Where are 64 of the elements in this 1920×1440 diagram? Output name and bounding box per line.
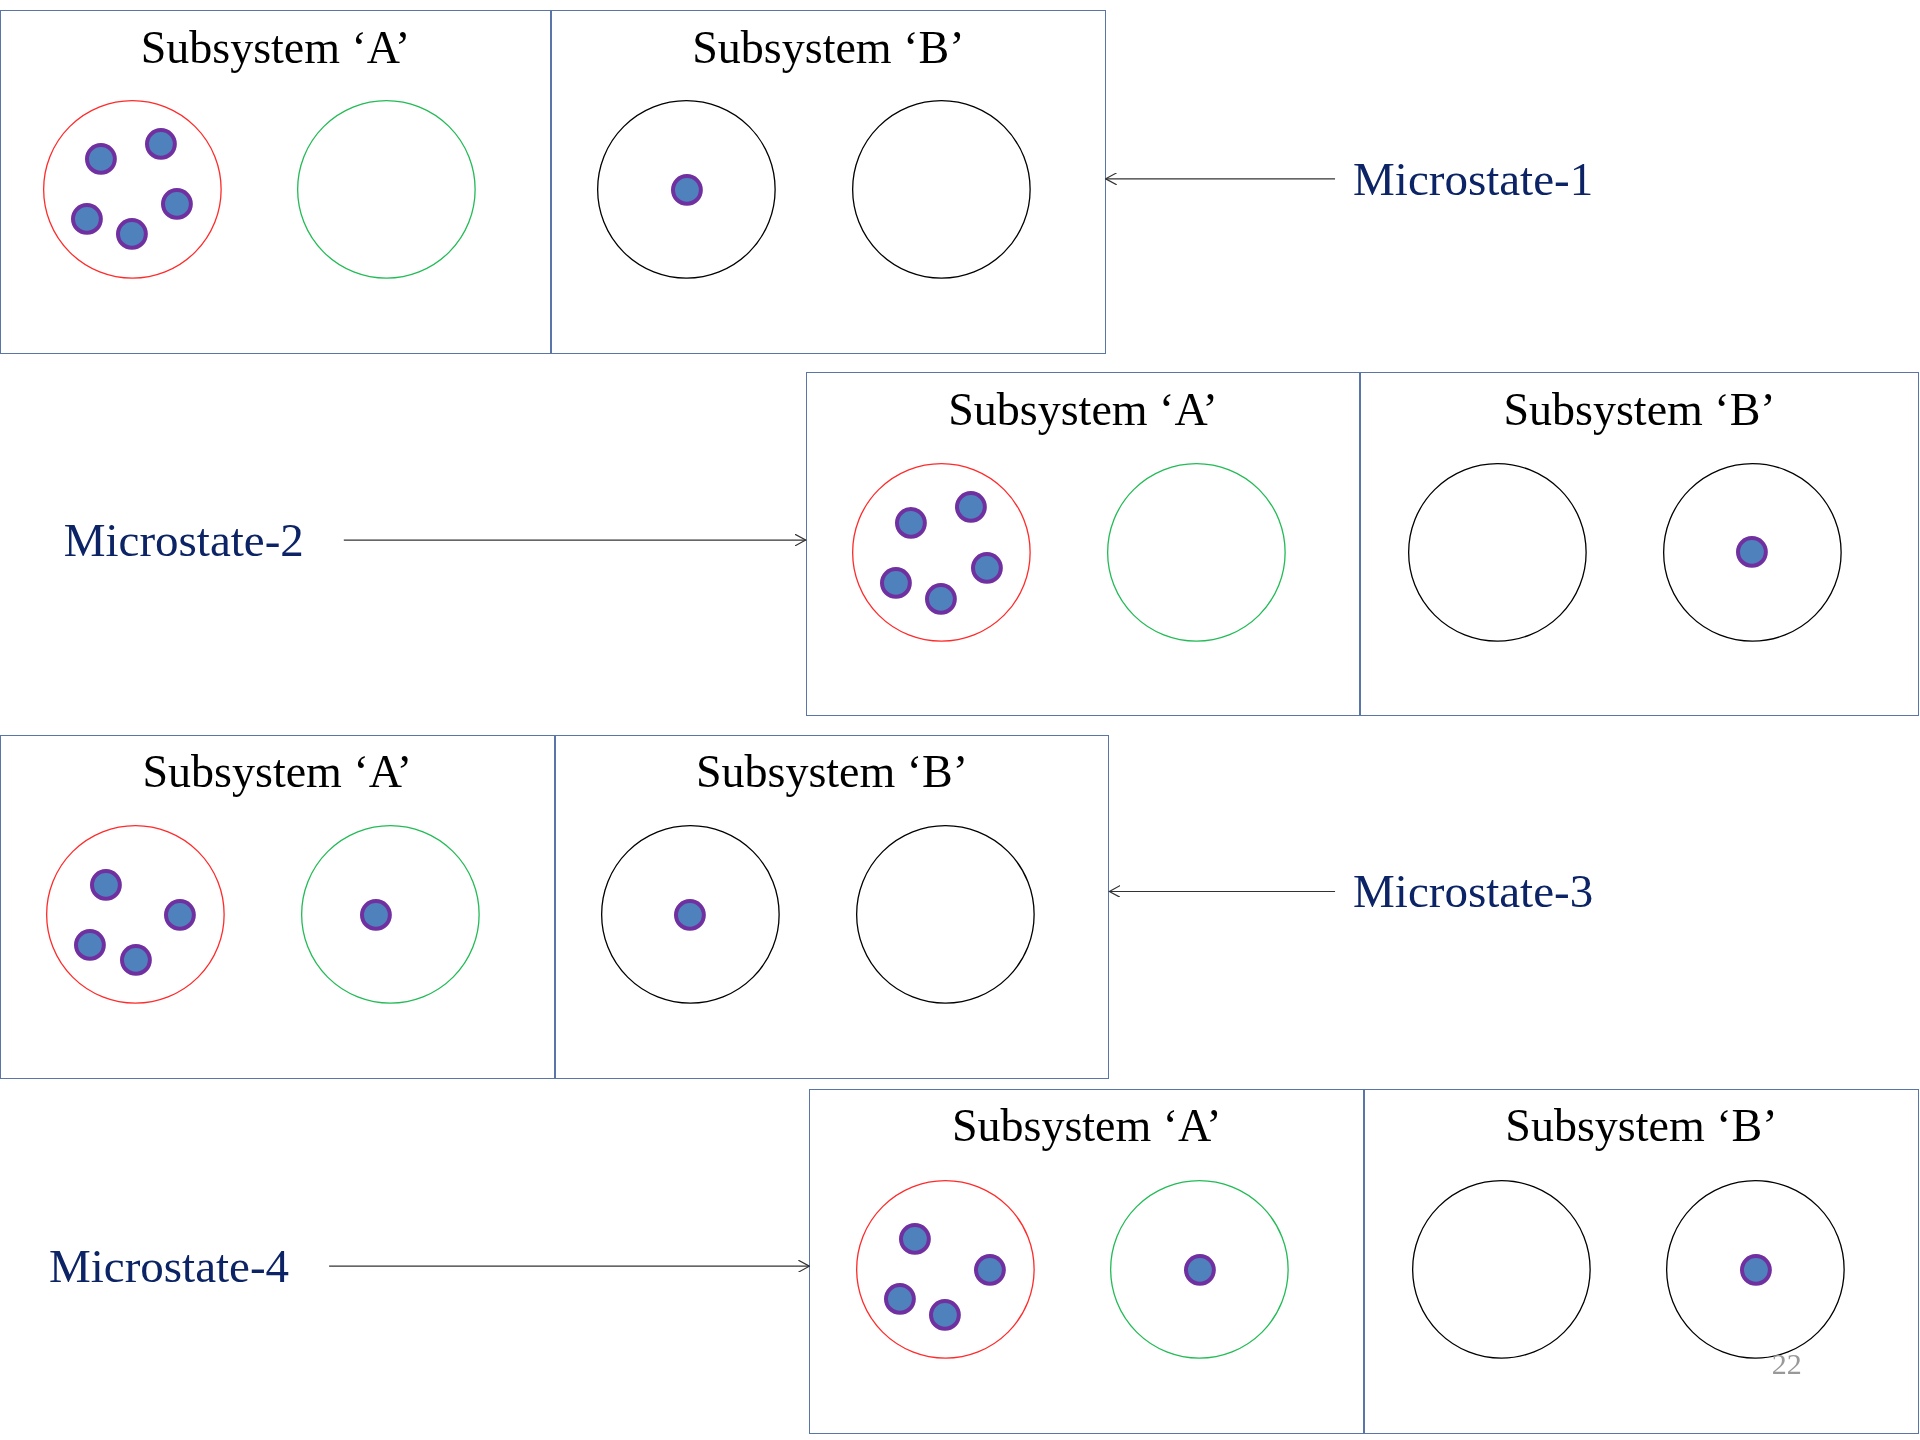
particle-dot <box>929 1298 961 1331</box>
particle-dot <box>145 128 178 161</box>
arrow <box>1105 172 1336 186</box>
particle-dot <box>670 173 703 206</box>
container-circle <box>301 825 480 1004</box>
subsystem-panel <box>1360 372 1919 717</box>
subsystem-title: Subsystem ‘A’ <box>139 20 412 74</box>
particle-dot <box>898 1223 931 1255</box>
arrow <box>328 1259 810 1273</box>
particle-dot <box>970 552 1003 584</box>
particle-dot <box>70 203 103 235</box>
particle-dot <box>161 188 194 221</box>
microstate-label: Microstate-2 <box>63 513 304 568</box>
particle-dot <box>119 943 152 976</box>
container-circle <box>1407 462 1587 642</box>
particle-dot <box>74 929 107 961</box>
particle-dot <box>925 582 958 615</box>
page-number: 22 <box>1771 1346 1802 1381</box>
microstate-label: Microstate-3 <box>1353 864 1594 919</box>
subsystem-panel <box>805 372 1361 717</box>
arrow <box>1108 884 1336 899</box>
container-circle <box>601 825 780 1004</box>
particle-dot <box>674 898 707 931</box>
container-circle <box>597 100 777 279</box>
subsystem-panel <box>0 9 551 354</box>
subsystem-title: Subsystem ‘B’ <box>694 745 970 799</box>
container-circle <box>46 825 226 1004</box>
subsystem-title: Subsystem ‘A’ <box>947 383 1219 436</box>
container-circle <box>852 462 1031 642</box>
subsystem-title: Subsystem ‘B’ <box>691 20 966 74</box>
particle-dot <box>85 143 118 175</box>
subsystem-panel <box>551 9 1106 354</box>
subsystem-panel <box>809 1088 1365 1434</box>
particle-dot <box>974 1253 1007 1286</box>
particle-dot <box>894 506 927 539</box>
particle-dot <box>163 898 196 931</box>
particle-dot <box>1736 536 1768 568</box>
container-circle <box>297 100 477 279</box>
particle-dot <box>1739 1253 1772 1286</box>
particle-dot <box>116 217 148 250</box>
container-circle <box>42 100 222 279</box>
particle-dot <box>359 898 392 931</box>
subsystem-panel <box>1364 1088 1919 1434</box>
subsystem-title: Subsystem ‘A’ <box>141 745 414 799</box>
subsystem-title: Subsystem ‘B’ <box>1504 1099 1779 1153</box>
container-circle <box>1106 462 1286 642</box>
container-circle <box>1662 462 1842 642</box>
particle-dot <box>880 566 912 599</box>
subsystem-panel <box>0 734 555 1079</box>
subsystem-panel <box>554 734 1110 1079</box>
container-circle <box>852 100 1031 279</box>
microstate-label: Microstate-1 <box>1353 151 1594 206</box>
particle-dot <box>883 1283 916 1315</box>
arrow <box>343 533 807 547</box>
container-circle <box>1411 1180 1591 1359</box>
container-circle <box>1110 1180 1290 1359</box>
microstate-label: Microstate-4 <box>48 1239 290 1294</box>
particle-dot <box>90 869 123 901</box>
container-circle <box>855 825 1035 1004</box>
particle-dot <box>954 490 987 523</box>
particle-dot <box>1183 1253 1216 1286</box>
subsystem-title: Subsystem ‘A’ <box>950 1099 1223 1153</box>
container-circle <box>855 1180 1035 1359</box>
subsystem-title: Subsystem ‘B’ <box>1502 383 1777 436</box>
